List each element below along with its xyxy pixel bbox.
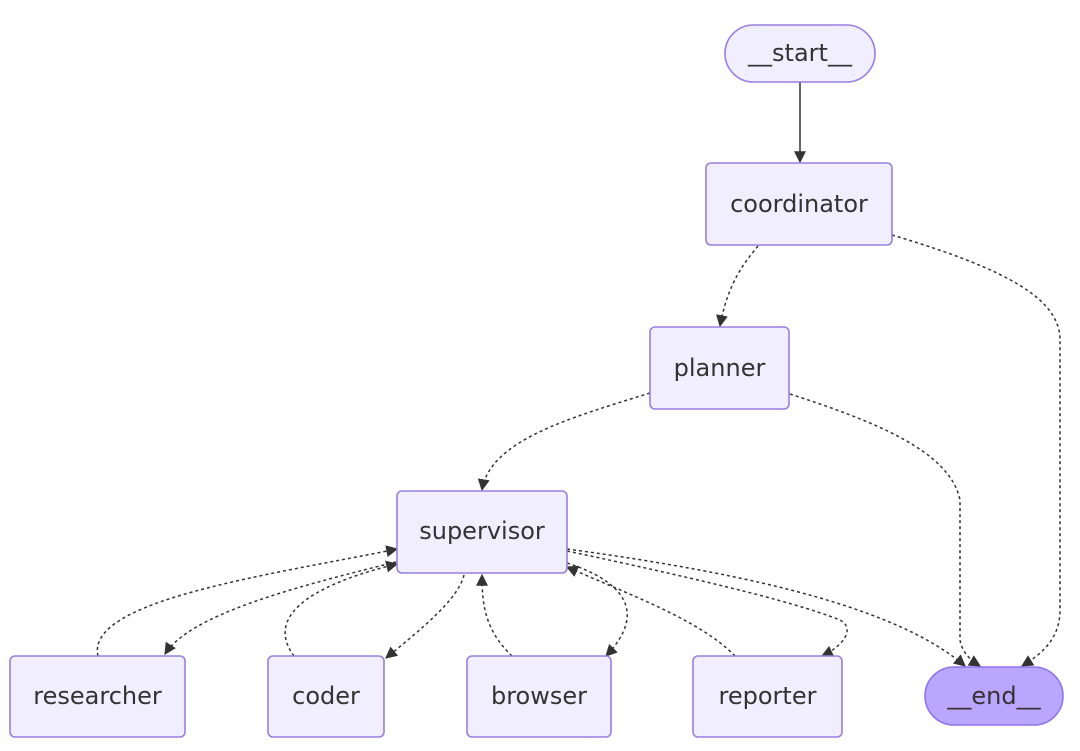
edge-coder-supervisor	[284, 560, 399, 657]
edge-researcher-supervisor	[96, 545, 399, 657]
node-supervisor[interactable]: supervisor	[396, 490, 568, 574]
node-planner-label: planner	[674, 354, 766, 382]
node-coordinator-label: coordinator	[730, 190, 868, 218]
edge-planner-supervisor	[477, 392, 651, 492]
edge-supervisor-reporter	[566, 550, 848, 657]
node-start[interactable]: __start__	[724, 24, 876, 83]
edge-coordinator-planner	[716, 245, 759, 328]
node-browser-label: browser	[491, 682, 587, 710]
edge-planner-end	[789, 393, 982, 667]
node-supervisor-label: supervisor	[419, 517, 545, 545]
node-browser[interactable]: browser	[466, 655, 612, 738]
node-reporter-label: reporter	[719, 682, 817, 710]
node-researcher-label: researcher	[33, 682, 162, 710]
node-start-label: __start__	[747, 39, 853, 67]
edge-supervisor-end	[566, 548, 966, 667]
node-coder[interactable]: coder	[267, 655, 385, 738]
node-end-label: __end__	[946, 682, 1041, 710]
edge-supervisor-coder	[385, 574, 465, 659]
node-end[interactable]: __end__	[924, 666, 1064, 726]
node-coordinator[interactable]: coordinator	[705, 162, 893, 246]
node-planner[interactable]: planner	[649, 326, 790, 410]
edge-supervisor-researcher	[164, 561, 397, 656]
node-researcher[interactable]: researcher	[9, 655, 186, 738]
edge-browser-supervisor	[476, 573, 513, 657]
node-coder-label: coder	[292, 682, 360, 710]
edge-coordinator-end	[891, 234, 1061, 667]
edges	[96, 82, 1061, 667]
node-reporter[interactable]: reporter	[692, 655, 843, 738]
edge-supervisor-browser	[566, 562, 628, 657]
edge-reporter-supervisor	[565, 565, 736, 657]
